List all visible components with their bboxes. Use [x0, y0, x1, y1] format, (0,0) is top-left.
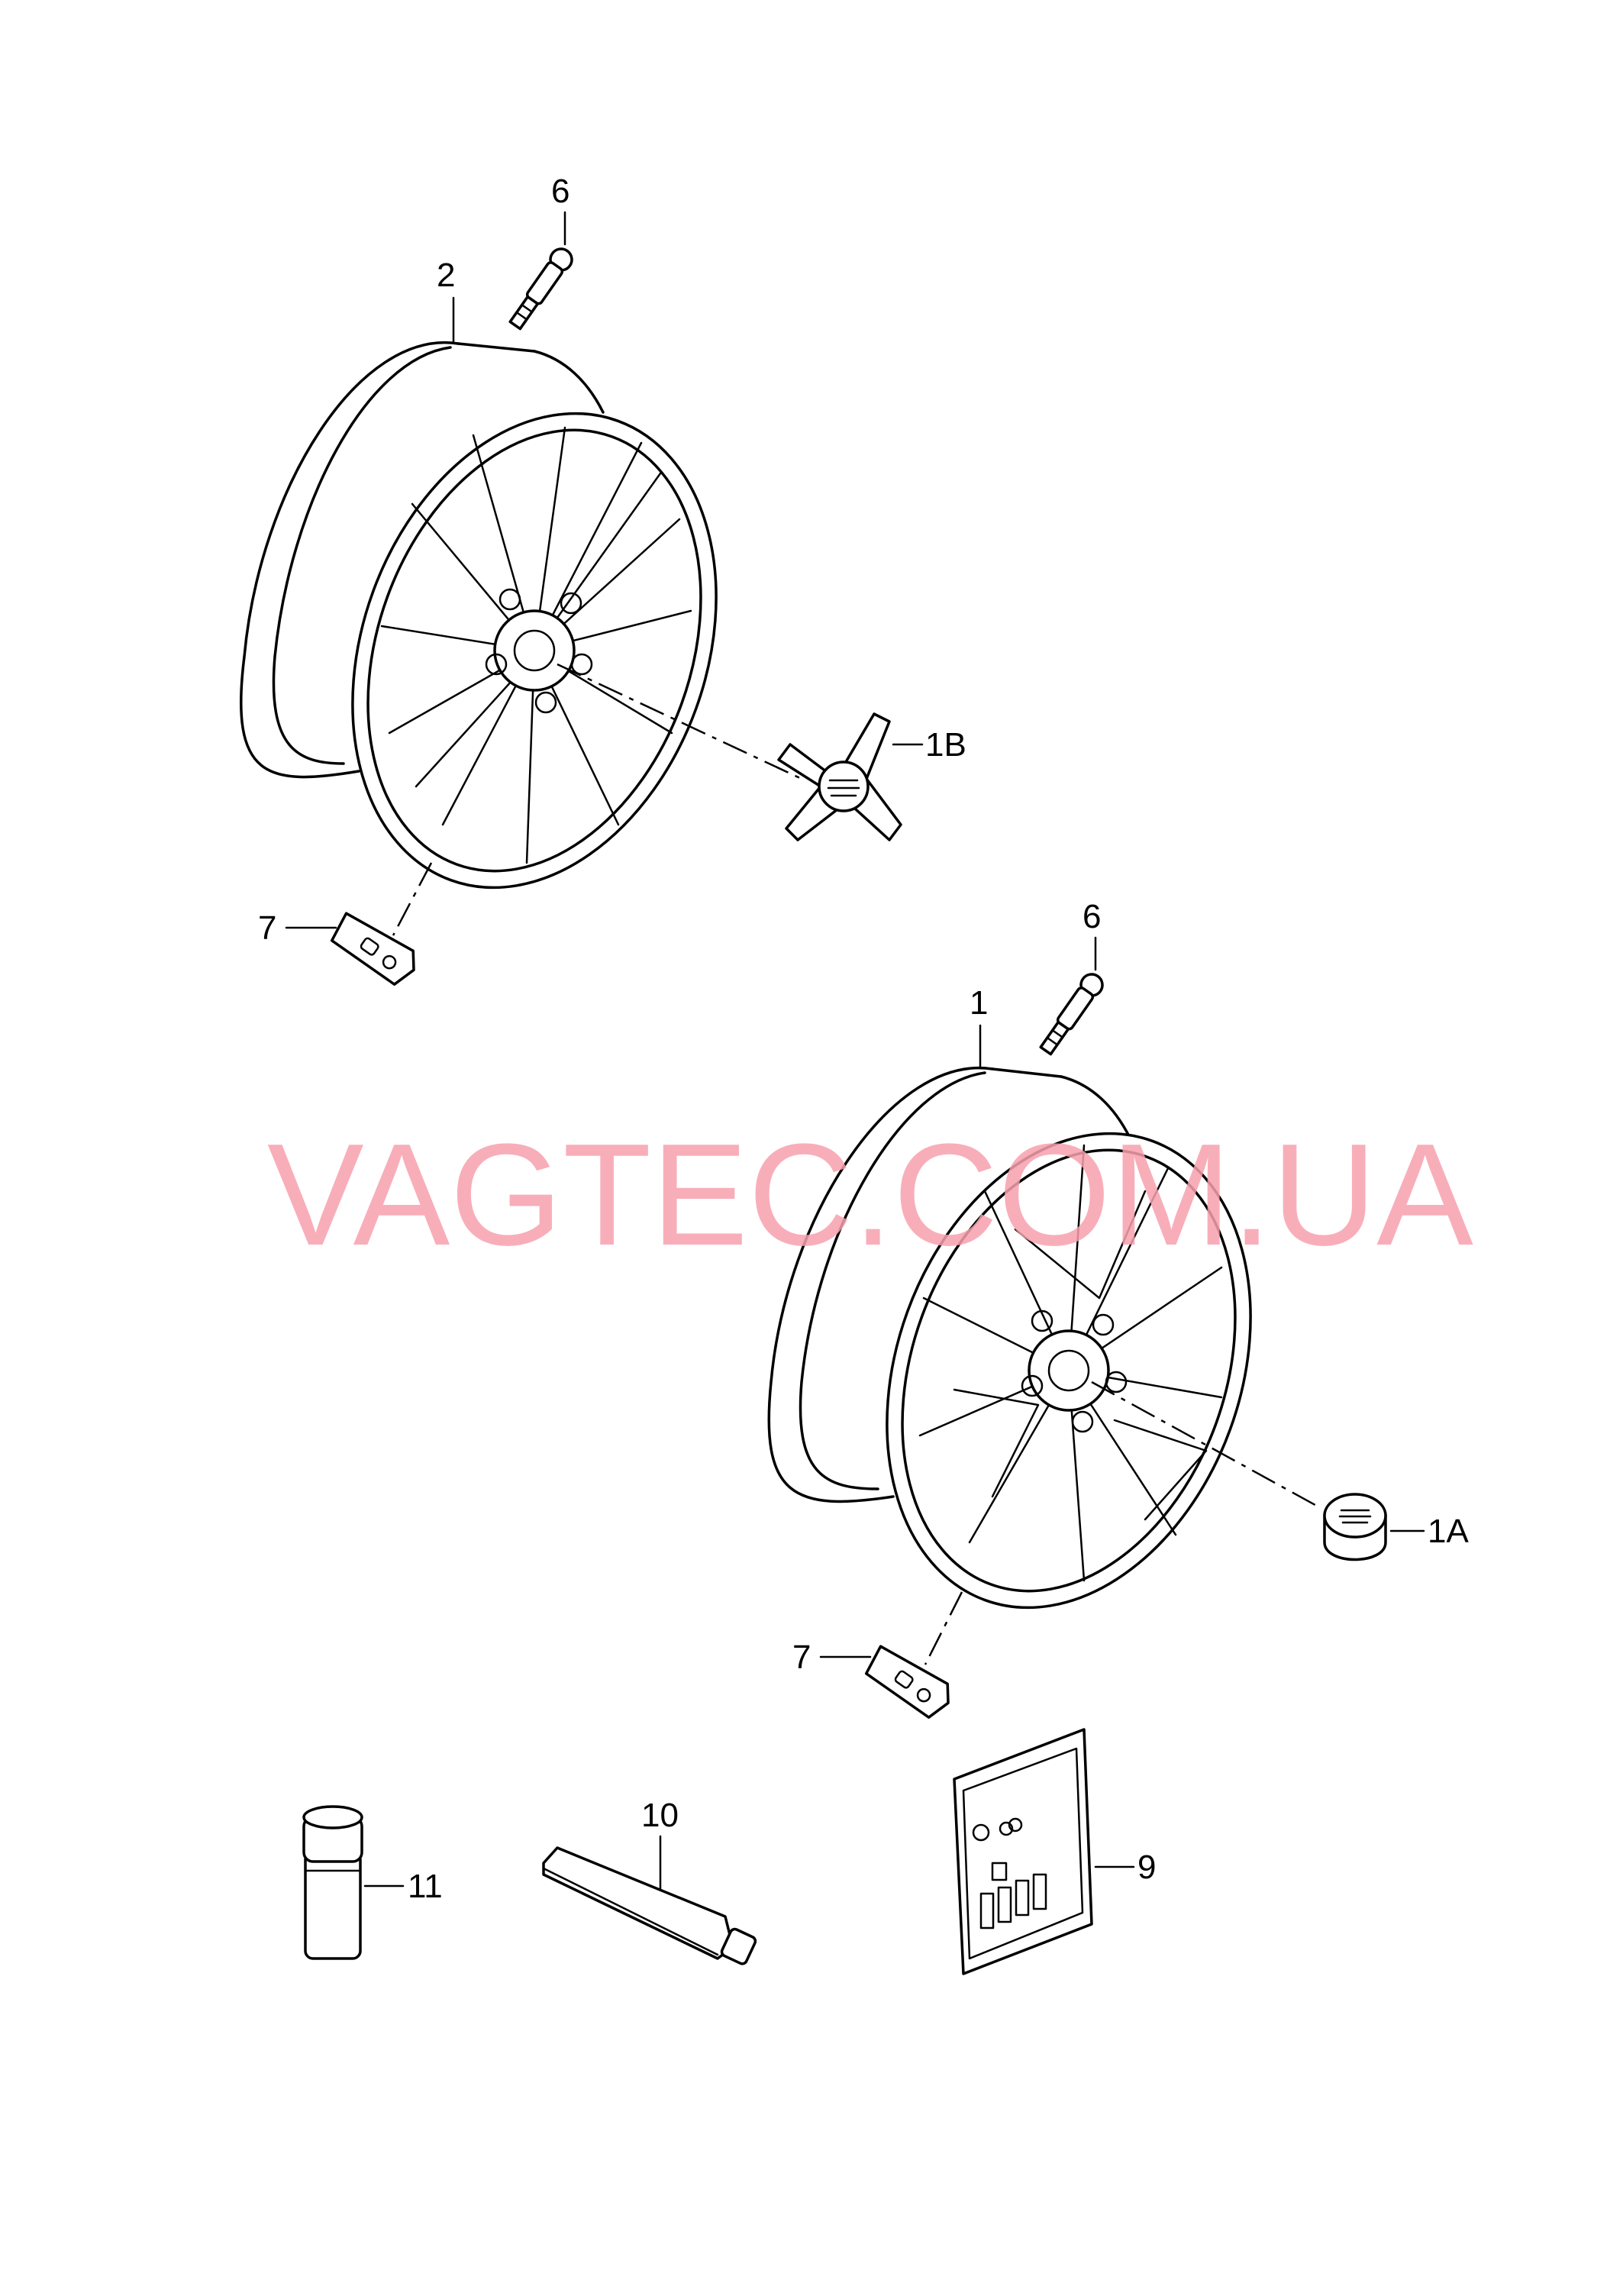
callout-6-lower: 6 [1083, 898, 1101, 935]
callout-6-upper: 6 [551, 173, 570, 210]
alloy-wheel-2[interactable] [240, 341, 779, 939]
valve-stem-6-upper[interactable] [506, 245, 576, 332]
valve-stem-6-lower[interactable] [1037, 970, 1106, 1058]
tpms-sensor-7-lower[interactable] [863, 1640, 957, 1722]
callout-1b: 1B [925, 726, 966, 764]
callout-2: 2 [437, 257, 455, 294]
center-cap-1a[interactable] [1323, 1493, 1387, 1561]
callout-7-lower: 7 [792, 1639, 811, 1676]
callout-10: 10 [641, 1797, 679, 1834]
callout-11: 11 [408, 1868, 443, 1905]
repair-kit-package-9[interactable] [953, 1728, 1093, 1975]
grease-tube-10[interactable] [542, 1846, 757, 1965]
watermark-text: VAGTEC.COM.UA [267, 1114, 1473, 1276]
callout-9: 9 [1137, 1849, 1156, 1886]
callout-1a: 1A [1428, 1513, 1469, 1550]
tpms-sensor-7-upper[interactable] [329, 907, 423, 989]
center-cap-1b[interactable] [777, 712, 902, 841]
callout-7-upper: 7 [258, 909, 276, 947]
alloy-wheel-1[interactable] [767, 1066, 1314, 1659]
paint-can-11[interactable] [302, 1805, 363, 1960]
callout-1: 1 [970, 984, 988, 1022]
